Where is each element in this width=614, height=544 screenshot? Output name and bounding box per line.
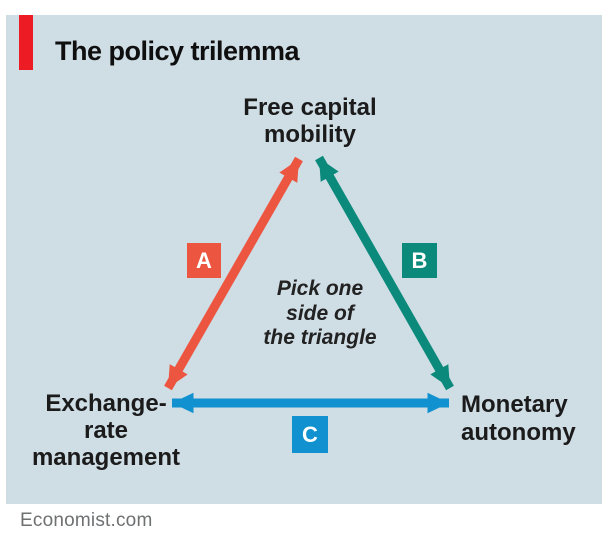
edge-label-b: B xyxy=(402,243,437,278)
chart-title: The policy trilemma xyxy=(55,36,300,66)
center-note: Pick one side of the triangle xyxy=(230,277,410,351)
vertex-label-line: mobility xyxy=(263,121,356,148)
vertex-free-capital-mobility: Free capital mobility xyxy=(210,94,410,148)
edge-label-a: A xyxy=(187,243,221,278)
vertex-label-line: management xyxy=(31,444,181,471)
vertex-monetary-autonomy: Monetary autonomy xyxy=(461,391,611,447)
vertex-exchange-rate-management: Exchange- rate management xyxy=(16,390,196,471)
center-note-line: Pick one xyxy=(276,277,364,300)
edge-label-c: C xyxy=(292,416,328,453)
vertex-label-line: Exchange- xyxy=(45,390,167,417)
vertex-label-line: rate xyxy=(83,417,129,444)
vertex-label-line: Free capital xyxy=(243,94,377,121)
red-accent-block xyxy=(19,15,33,70)
vertex-label-line: autonomy xyxy=(461,419,576,446)
center-note-line: side of xyxy=(286,301,354,325)
vertex-label-line: Monetary xyxy=(461,391,568,418)
source-attribution: Economist.com xyxy=(20,510,153,531)
center-note-line: the triangle xyxy=(263,326,377,349)
